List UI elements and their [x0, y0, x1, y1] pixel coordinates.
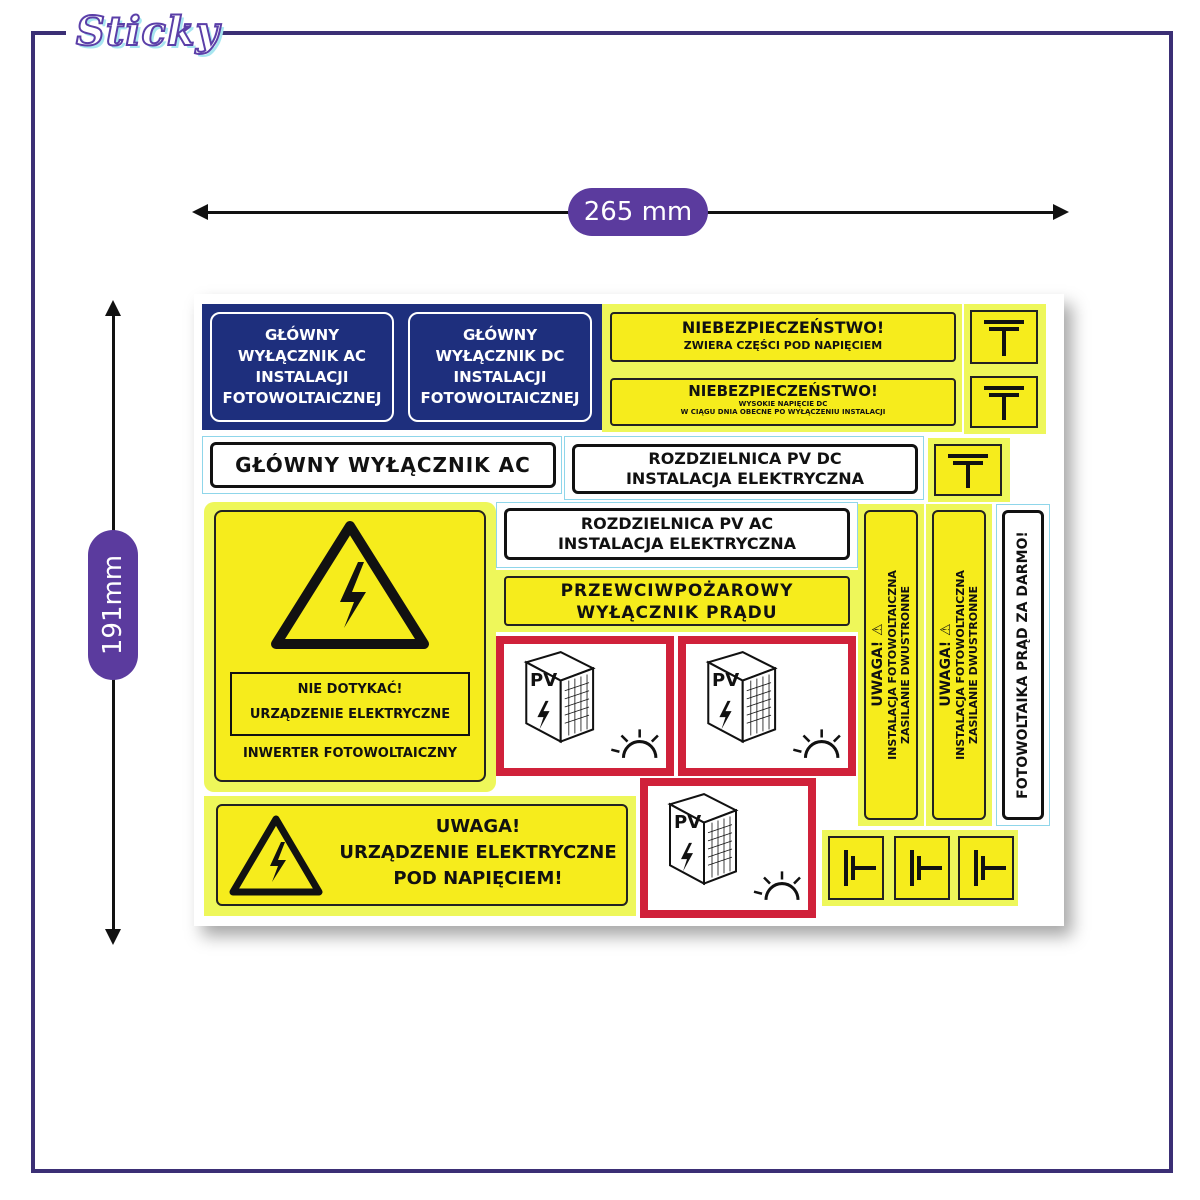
sticker-danger-live-parts: NIEBEZPIECZEŃSTWO! ZWIERA CZĘŚCI POD NAP…	[610, 312, 956, 362]
ground-symbol-icon	[974, 850, 1006, 886]
warning-text-group: UWAGA! URZĄDZENIE ELEKTRYCZNE POD NAPIĘC…	[328, 814, 628, 892]
sticker-text: FOTOWOLTAICZNEJ	[222, 389, 382, 407]
sticker-text: POD NAPIĘCIEM!	[393, 868, 563, 889]
pv-sticker-inner: PV	[686, 644, 848, 768]
sticker-text: GŁÓWNY WYŁĄCZNIK AC	[235, 453, 531, 477]
inverter-text-box: NIE DOTYKAĆ! URZĄDZENIE ELEKTRYCZNE	[230, 672, 470, 736]
sticker-text: URZĄDZENIE ELEKTRYCZNE	[249, 707, 451, 722]
sticker-text: ZASILANIE DWUSTRONNE	[899, 585, 912, 745]
sticker-text: INSTALACJA ELEKTRYCZNA	[557, 534, 797, 553]
outer-frame	[31, 31, 1173, 1173]
ground-sticker-vertical	[828, 836, 884, 900]
sticker-main-switch-ac-wide: GŁÓWNY WYŁĄCZNIK AC	[210, 442, 556, 488]
sticker-danger-high-voltage: NIEBEZPIECZEŃSTWO! WYSOKIE NAPIĘCIE DC W…	[610, 378, 956, 426]
width-label: 265 mm	[568, 188, 708, 236]
sticker-inverter: NIE DOTYKAĆ! URZĄDZENIE ELEKTRYCZNE INWE…	[214, 510, 486, 782]
logo: Sticky	[66, 4, 220, 70]
ground-symbol-icon	[984, 386, 1024, 420]
pv-sticker-inner: PV	[504, 644, 666, 768]
solar-panel-icon	[523, 651, 659, 758]
high-voltage-warning-icon	[271, 521, 429, 649]
sticker-text: UWAGA! ⚠	[938, 623, 954, 707]
height-label-pill: 191mm	[88, 530, 138, 680]
solar-panel-icon	[705, 651, 841, 758]
ground-sticker-vertical	[958, 836, 1014, 900]
ground-sticker	[970, 376, 1038, 428]
pv-label: PV	[712, 670, 740, 691]
sticker-text: WYŁĄCZNIK PRĄDU	[576, 603, 778, 623]
ground-sticker	[970, 310, 1038, 364]
sticker-pv-1: PV	[496, 636, 674, 776]
pv-label: PV	[674, 812, 702, 833]
pv-label: PV	[530, 670, 558, 691]
solar-panel-icon	[667, 793, 801, 900]
ground-symbol-icon	[984, 320, 1024, 356]
sticker-text: PRZEWCIWPOŻAROWY	[560, 581, 794, 601]
ground-symbol-icon	[844, 850, 876, 886]
sticker-text: INSTALACJI	[453, 368, 547, 386]
danger-title: NIEBEZPIECZEŃSTWO!	[681, 318, 885, 337]
sticker-fire-switch: PRZEWCIWPOŻAROWY WYŁĄCZNIK PRĄDU	[504, 576, 850, 626]
sticker-pv-3: PV	[640, 778, 816, 918]
sticker-text: FOTOWOLTAIKA PRĄD ZA DARMO!	[1015, 531, 1031, 799]
danger-title: NIEBEZPIECZEŃSTWO!	[688, 382, 878, 400]
sticker-text: INSTALACJA ELEKTRYCZNA	[625, 469, 865, 488]
danger-subtitle: ZWIERA CZĘŚCI POD NAPIĘCIEM	[683, 339, 883, 352]
sticker-main-switch-ac: GŁÓWNY WYŁĄCZNIK AC INSTALACJI FOTOWOLTA…	[210, 312, 394, 422]
sticker-text: ROZDZIELNICA PV AC	[580, 514, 774, 533]
sticker-text: NIE DOTYKAĆ!	[297, 682, 403, 697]
danger-subtitle: W CIĄGU DNIA OBECNE PO WYŁĄCZENIU INSTAL…	[680, 408, 886, 416]
sticker-pv-ac-board: ROZDZIELNICA PV AC INSTALACJA ELEKTRYCZN…	[504, 508, 850, 560]
arrow-right-icon	[1053, 204, 1069, 220]
sticker-text: INSTALACJA FOTOWOLTAICZNA	[886, 570, 899, 760]
height-label: 191mm	[98, 554, 128, 656]
arrow-left-icon	[192, 204, 208, 220]
sticker-pv-dc-board: ROZDZIELNICA PV DC INSTALACJA ELEKTRYCZN…	[572, 444, 918, 494]
arrow-up-icon	[105, 300, 121, 316]
sticker-text: UWAGA!	[435, 816, 521, 837]
high-voltage-warning-icon	[229, 815, 323, 896]
vertical-text-group: UWAGA! ⚠ INSTALACJA FOTOWOLTAICZNA ZASIL…	[870, 570, 912, 760]
ground-symbol-icon	[910, 850, 942, 886]
sticker-text: WYŁĄCZNIK AC	[237, 347, 367, 365]
sticker-main-switch-dc: GŁÓWNY WYŁĄCZNIK DC INSTALACJI FOTOWOLTA…	[408, 312, 592, 422]
ground-symbol-icon	[948, 454, 988, 488]
sticker-text: WYŁĄCZNIK DC	[435, 347, 565, 365]
sticker-text: INSTALACJA FOTOWOLTAICZNA	[954, 570, 967, 760]
sticker-vertical-warning-1: UWAGA! ⚠ INSTALACJA FOTOWOLTAICZNA ZASIL…	[864, 510, 918, 820]
pv-sticker-inner: PV	[648, 786, 808, 910]
ground-sticker-vertical	[894, 836, 950, 900]
sticker-text: URZĄDZENIE ELEKTRYCZNE	[339, 842, 617, 863]
sticker-text: GŁÓWNY	[264, 326, 340, 344]
sticker-warning-live: UWAGA! URZĄDZENIE ELEKTRYCZNE POD NAPIĘC…	[216, 804, 628, 906]
arrow-down-icon	[105, 929, 121, 945]
sticker-vertical-free-power: FOTOWOLTAIKA PRĄD ZA DARMO!	[1002, 510, 1044, 820]
vertical-text-group: UWAGA! ⚠ INSTALACJA FOTOWOLTAICZNA ZASIL…	[938, 570, 980, 760]
sticker-text: ROZDZIELNICA PV DC	[648, 449, 842, 468]
sticker-text: UWAGA! ⚠	[870, 623, 886, 707]
sticker-text: GŁÓWNY	[462, 326, 538, 344]
logo-text: Sticky	[75, 7, 220, 56]
sticker-text: INSTALACJI	[255, 368, 349, 386]
ground-sticker	[934, 444, 1002, 496]
sticker-pv-2: PV	[678, 636, 856, 776]
danger-subtitle: WYSOKIE NAPIĘCIE DC	[738, 400, 828, 408]
sticker-text: ZASILANIE DWUSTRONNE	[967, 585, 980, 745]
sticker-text: INWERTER FOTOWOLTAICZNY	[242, 746, 458, 761]
sticker-text: FOTOWOLTAICZNEJ	[420, 389, 580, 407]
sticker-sheet: GŁÓWNY WYŁĄCZNIK AC INSTALACJI FOTOWOLTA…	[194, 294, 1064, 926]
sticker-vertical-warning-2: UWAGA! ⚠ INSTALACJA FOTOWOLTAICZNA ZASIL…	[932, 510, 986, 820]
